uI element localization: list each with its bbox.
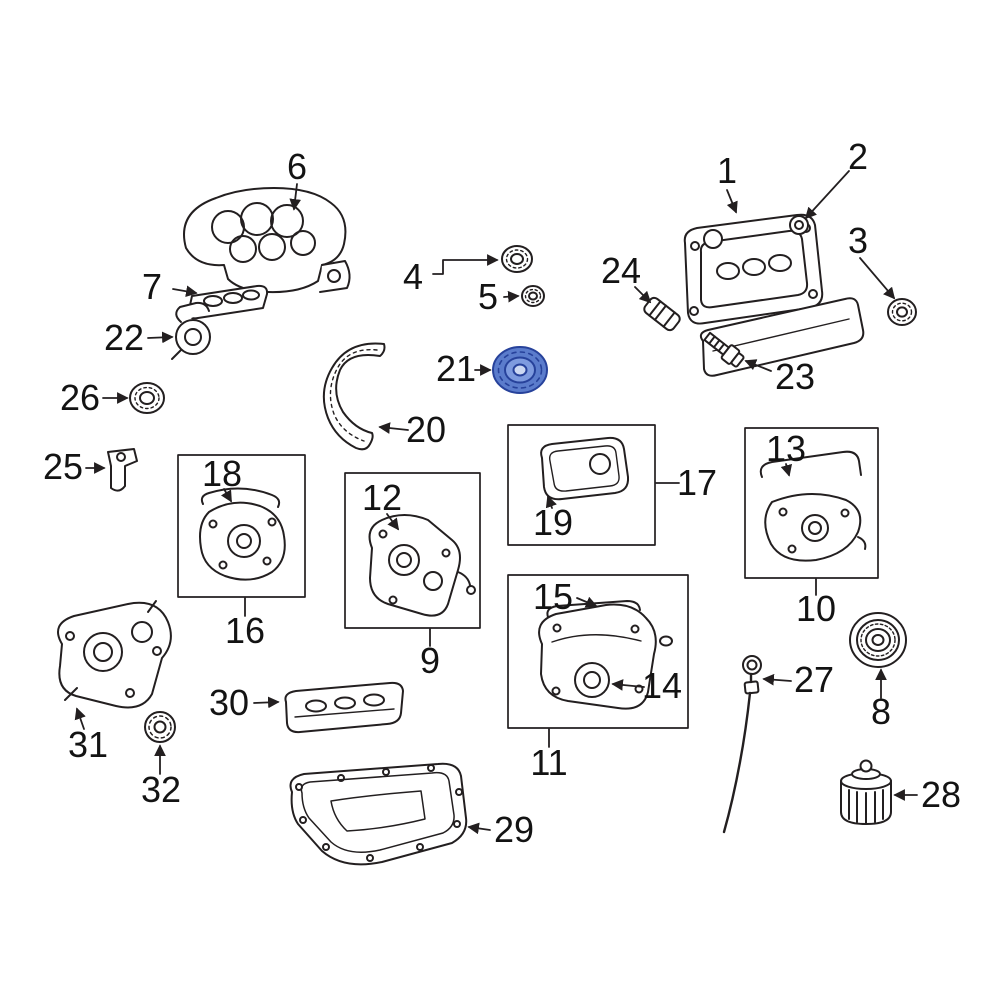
group-box-17: [507, 424, 656, 546]
leader-line-1: [726, 189, 738, 214]
part-19-timing-cover-gasket[interactable]: [540, 436, 630, 501]
leader-line-29: [467, 822, 491, 835]
leader-line-14: [611, 679, 645, 691]
leader-line-15: [576, 596, 598, 608]
callout-23[interactable]: 23: [774, 356, 816, 397]
leader-line-6: [289, 183, 301, 211]
callout-22[interactable]: 22: [103, 317, 145, 358]
leader-line-18: [220, 488, 232, 503]
callout-18[interactable]: 18: [201, 453, 243, 494]
part-2-grommet[interactable]: [789, 215, 809, 235]
callout-30[interactable]: 30: [208, 682, 250, 723]
callout-19[interactable]: 19: [532, 502, 574, 543]
group-box-10: [744, 427, 879, 579]
callout-8[interactable]: 8: [870, 691, 892, 732]
callout-6[interactable]: 6: [286, 146, 308, 187]
part-28-oil-filter[interactable]: [840, 759, 892, 825]
callout-11[interactable]: 11: [530, 742, 568, 783]
callout-24[interactable]: 24: [600, 250, 642, 291]
part-6-intake-manifold[interactable]: [183, 187, 351, 294]
part-27-oil-dipstick[interactable]: [722, 655, 762, 834]
callout-13[interactable]: 13: [765, 428, 807, 469]
callout-20[interactable]: 20: [405, 409, 447, 450]
callout-25[interactable]: 25: [42, 446, 84, 487]
callout-12[interactable]: 12: [361, 477, 403, 518]
callout-15[interactable]: 15: [532, 576, 574, 617]
part-23-bolt[interactable]: [702, 330, 746, 369]
callout-5[interactable]: 5: [477, 276, 499, 317]
part-26-seal[interactable]: [129, 382, 165, 414]
group-box-16: [177, 454, 306, 598]
leader-line-27: [762, 673, 792, 686]
callout-1[interactable]: 1: [716, 150, 738, 191]
callout-10[interactable]: 10: [795, 588, 837, 629]
part-22-mount-bracket[interactable]: [171, 301, 211, 360]
part-25-bracket[interactable]: [107, 448, 138, 492]
part-32-pump-rotor[interactable]: [144, 711, 176, 743]
leader-line-4: [432, 254, 499, 275]
leader-line-12: [386, 513, 400, 531]
callout-21[interactable]: 21: [435, 348, 477, 389]
group-box-9: [344, 472, 481, 629]
leader-line-2: [804, 170, 850, 220]
part-8-crankshaft-pulley[interactable]: [849, 612, 907, 668]
leader-line-31: [74, 707, 86, 730]
callout-27[interactable]: 27: [793, 659, 835, 700]
callout-14[interactable]: 14: [641, 665, 683, 706]
group-boxes: [177, 424, 879, 729]
callout-26[interactable]: 26: [59, 377, 101, 418]
part-13-cover-gasket[interactable]: [759, 450, 867, 562]
callout-31[interactable]: 31: [67, 724, 109, 765]
part-5-seal[interactable]: [521, 285, 545, 307]
leader-line-13: [780, 463, 793, 477]
callout-9[interactable]: 9: [419, 640, 441, 681]
part-21-idler-pulley-highlighted[interactable]: [492, 346, 548, 394]
callout-32[interactable]: 32: [140, 769, 182, 810]
part-1-valve-cover[interactable]: [683, 213, 824, 325]
callout-29[interactable]: 29: [493, 809, 535, 850]
part-4-seal[interactable]: [501, 245, 533, 273]
callout-7[interactable]: 7: [141, 266, 163, 307]
part-30-oil-pan-baffle[interactable]: [284, 681, 404, 734]
part-31-oil-pump[interactable]: [57, 600, 172, 709]
group-box-11: [507, 574, 689, 729]
leader-line-24: [634, 286, 652, 304]
leader-line-23: [744, 359, 772, 372]
leader-line-7: [172, 285, 198, 298]
callout-2[interactable]: 2: [847, 136, 869, 177]
part-29-oil-pan[interactable]: [289, 762, 468, 866]
callout-4[interactable]: 4: [402, 256, 424, 297]
callout-17[interactable]: 17: [676, 462, 718, 503]
leader-line-5: [503, 290, 520, 303]
part-14-front-lower-timing-cover[interactable]: [538, 603, 673, 710]
callout-3[interactable]: 3: [847, 220, 869, 261]
callout-16[interactable]: 16: [224, 610, 266, 651]
leader-line-30: [253, 696, 280, 709]
callout-28[interactable]: 28: [920, 774, 962, 815]
leader-lines: [74, 170, 918, 835]
part-12-rear-timing-cover[interactable]: [368, 514, 476, 617]
leader-line-22: [147, 331, 174, 344]
leader-line-19: [545, 495, 557, 509]
part-20-timing-belt[interactable]: [322, 342, 386, 451]
leader-line-3: [859, 257, 896, 300]
part-18-rear-cover-gasket[interactable]: [199, 487, 286, 581]
leader-line-20: [378, 422, 409, 434]
